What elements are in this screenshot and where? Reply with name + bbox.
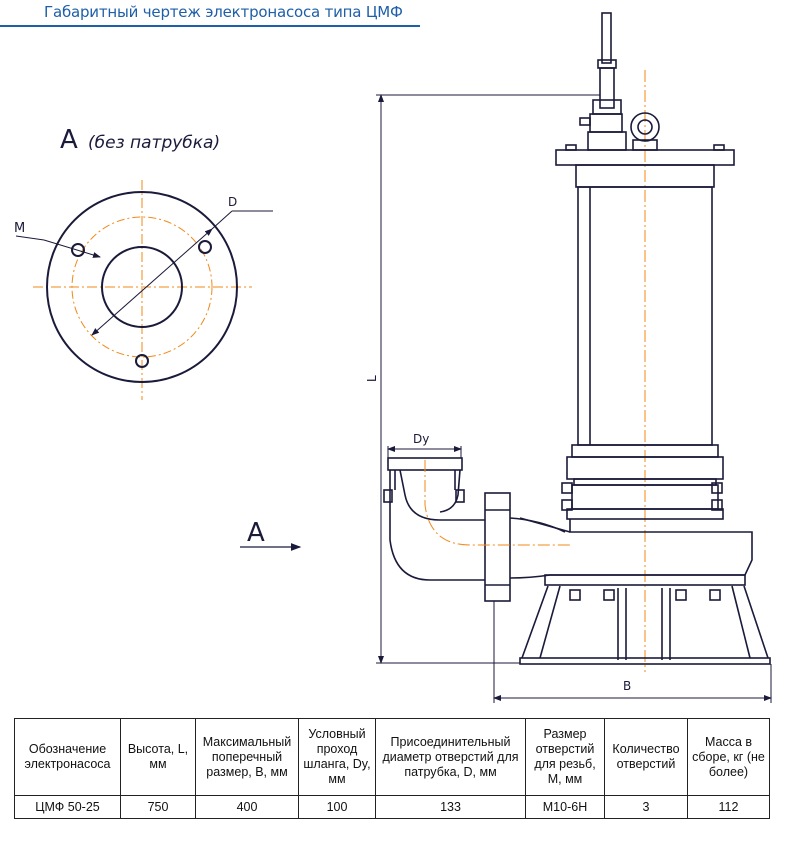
cell-hole-count: 3: [604, 795, 688, 819]
m-leader-tail: [15, 235, 45, 241]
flange-outer: [46, 191, 238, 383]
header-hole-count: Количество отверстий: [604, 718, 688, 796]
view-arrow-letter: А: [247, 518, 265, 548]
cell-hose-bore: 100: [298, 795, 376, 819]
lifting-eye: [630, 112, 660, 151]
l-label: L: [365, 375, 379, 382]
d-label: D: [228, 195, 237, 209]
seal-housing: [561, 456, 724, 520]
view-a-flange: А (без патрубка) M D А: [14, 125, 302, 551]
pump-elevation: [383, 12, 771, 672]
cell-thread-size: M10-6H: [525, 795, 605, 819]
dimensions: [376, 94, 772, 703]
cell-height: 750: [120, 795, 196, 819]
table-row: ЦМФ 50-25 750 400 100 133 M10-6H 3 112: [14, 795, 770, 819]
elbow-centre-line: [424, 460, 570, 546]
motor-housing: [571, 186, 719, 458]
view-a-caption: (без патрубка): [88, 133, 220, 153]
m-label: M: [14, 221, 25, 236]
view-a-letter: А: [60, 125, 78, 155]
header-designation: Обозначение электронасоса: [14, 718, 121, 796]
title-underline: [0, 25, 420, 27]
d-dimension-line: [91, 228, 213, 336]
bolt-hole-1: [71, 243, 85, 257]
base-bolts: [569, 589, 721, 601]
header-mass: Масса в сборе, кг (не более): [687, 718, 770, 796]
dy-label: Dy: [413, 432, 429, 446]
cell-designation: ЦМФ 50-25: [14, 795, 121, 819]
header-hole-diameter: Присоединительный диаметр отверстий для …: [375, 718, 526, 796]
discharge-flange: [484, 492, 511, 602]
stand: [519, 585, 771, 665]
header-thread-size: Размер отверстий для резьб, M, мм: [525, 718, 605, 796]
cable-gland: [579, 12, 627, 151]
b-label: B: [623, 679, 631, 693]
m-leader: [43, 239, 101, 258]
header-hose-bore: Условный проход шланга, Dy, мм: [298, 718, 376, 796]
cell-max-width: 400: [195, 795, 299, 819]
bolt-hole-2: [198, 240, 212, 254]
header-max-width: Максимальный поперечный размер, B, мм: [195, 718, 299, 796]
header-height: Высота, L, мм: [120, 718, 196, 796]
spec-table-header-row: Обозначение электронасоса Высота, L, мм …: [14, 718, 770, 796]
cell-hole-diameter: 133: [375, 795, 526, 819]
discharge-elbow: [383, 457, 485, 581]
dimension-drawing: А (без патрубка) M D А: [14, 12, 772, 703]
d-leader: [211, 210, 233, 230]
bolt-hole-3: [135, 354, 149, 368]
drawing-title: Габаритный чертеж электронасоса типа ЦМФ: [44, 3, 403, 21]
cell-mass: 112: [687, 795, 770, 819]
pump-casing: [509, 517, 753, 586]
spec-table: Обозначение электронасоса Высота, L, мм …: [14, 718, 770, 819]
